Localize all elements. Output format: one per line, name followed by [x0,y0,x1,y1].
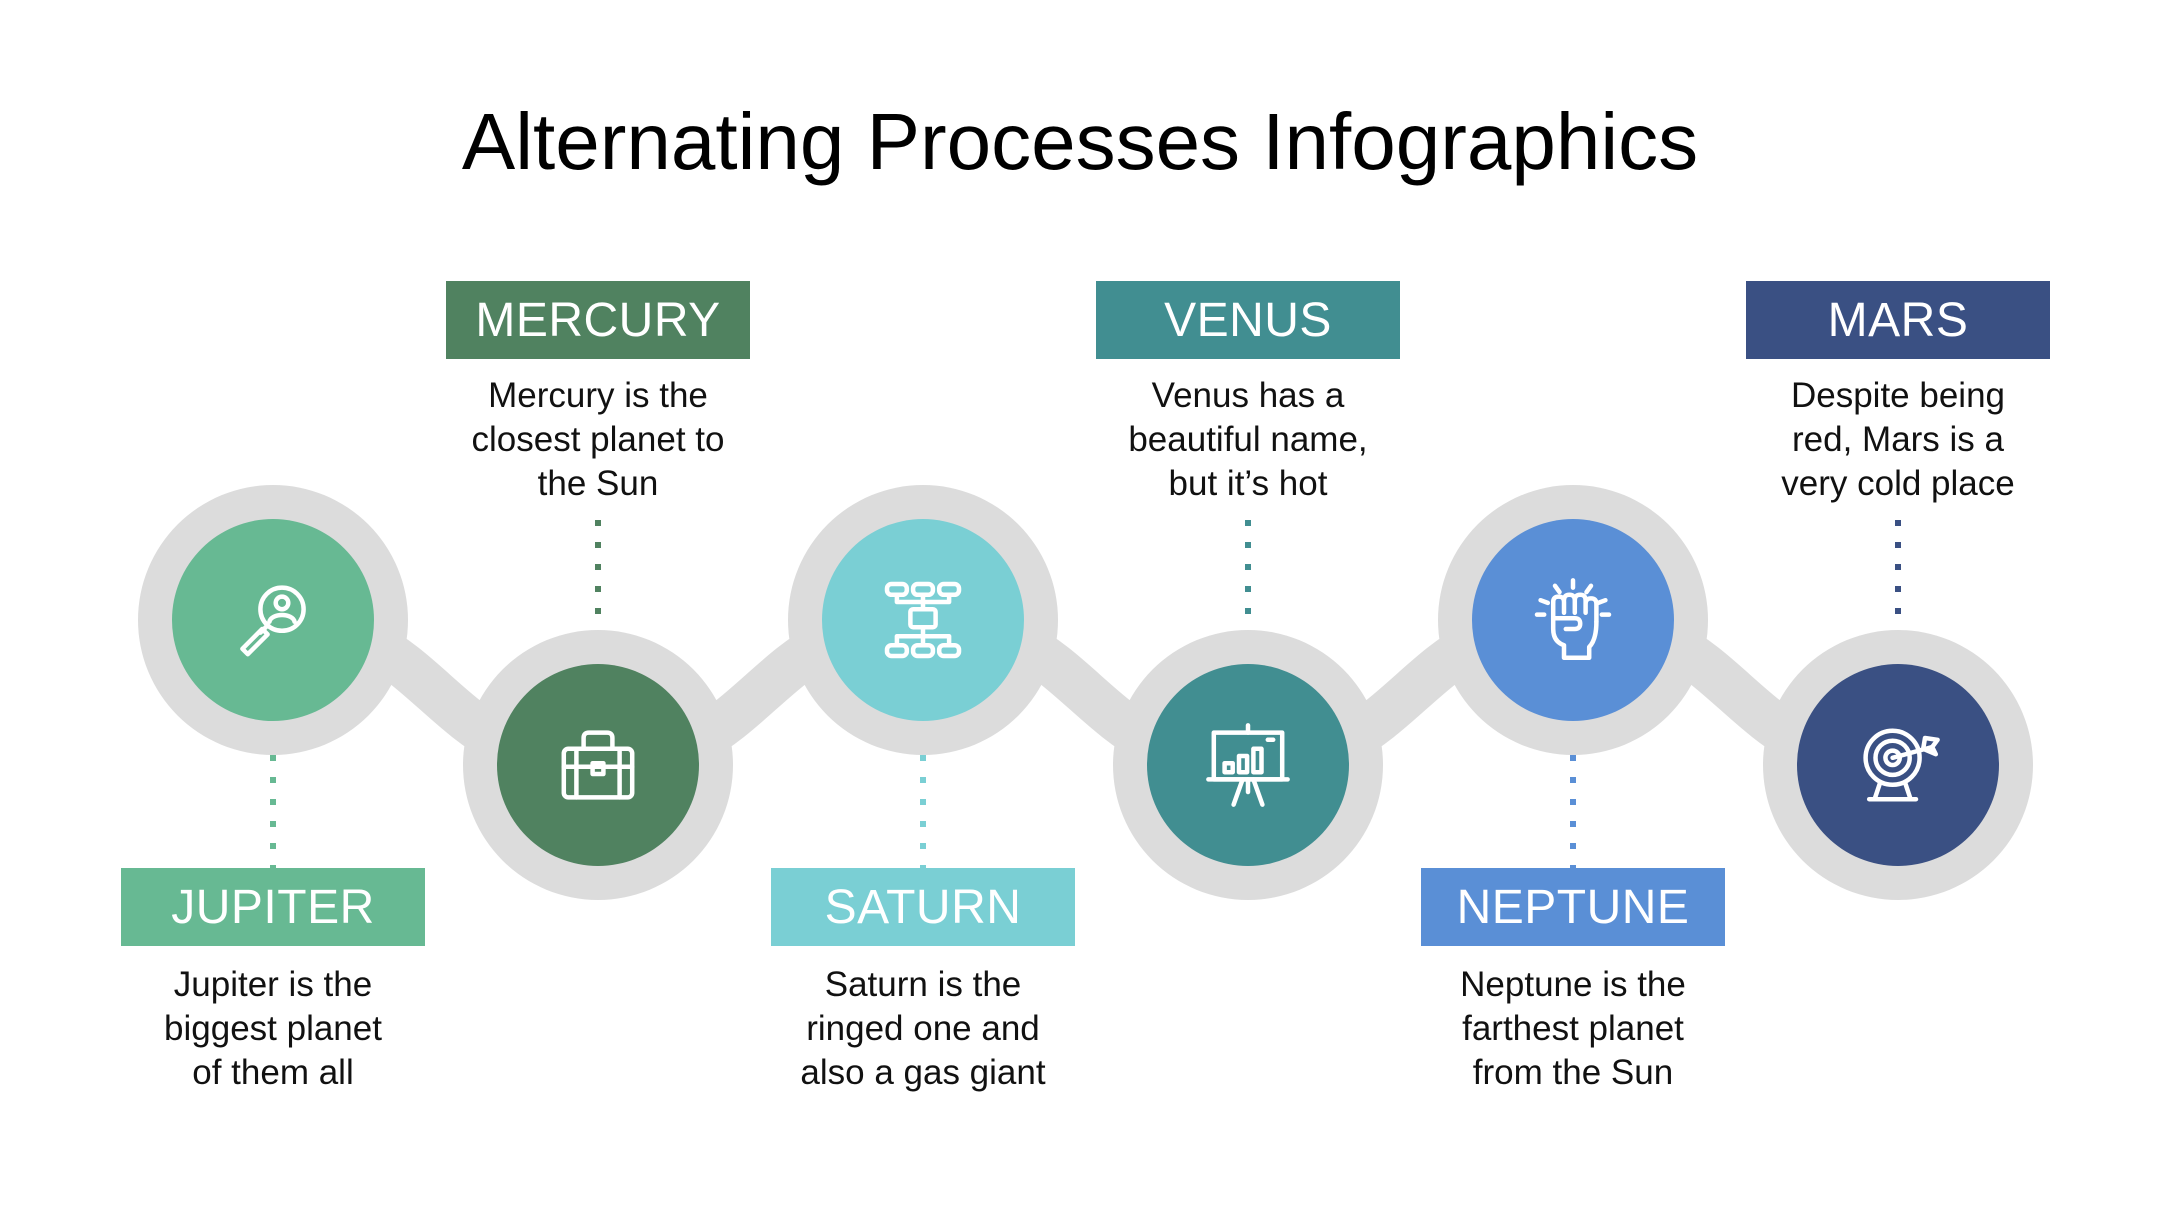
label-mercury: MERCURY [446,281,750,359]
description-line: Neptune is the [1460,965,1686,1004]
dotted-connectors [270,520,1901,868]
node-saturn [822,519,1024,721]
description-jupiter: Jupiter is the biggest planet of them all [108,963,438,1095]
label-mars: MARS [1746,281,2050,359]
description-mars: Despite being red, Mars is a very cold pla… [1733,374,2063,506]
description-line: Despite being [1790,376,2006,415]
process-nodes [138,485,2033,900]
description-line: from the Sun [1472,1053,1674,1092]
page-title: Alternating Processes Infographics [461,97,1699,186]
description-line: biggest planet [164,1009,382,1048]
description-line: also a gas giant [800,1053,1046,1092]
description-mercury: Mercury is the closest planet to the Sun [433,374,763,506]
description-line: Mercury is the [488,376,708,415]
description-saturn: Saturn is the ringed one and also a gas gi… [758,963,1088,1095]
description-line: Jupiter is the [173,965,373,1004]
node-jupiter [172,519,374,721]
description-line: of them all [192,1053,354,1092]
description-line: but it’s hot [1168,464,1328,503]
label-neptune: NEPTUNE [1421,868,1725,946]
description-line: the Sun [537,464,659,503]
description-line: Saturn is the [824,965,1022,1004]
description-line: ringed one and [806,1009,1040,1048]
description-line: very cold place [1781,464,2015,503]
description-line: farthest planet [1462,1009,1684,1048]
label-saturn: SATURN [771,868,1075,946]
description-line: beautiful name, [1128,420,1368,459]
description-neptune: Neptune is the farthest planet from the Su… [1408,963,1738,1095]
label-jupiter: JUPITER [121,868,425,946]
description-line: red, Mars is a [1792,420,2004,459]
label-venus: VENUS [1096,281,1400,359]
description-line: Venus has a [1151,376,1345,415]
description-venus: Venus has a beautiful name, but it’s hot [1083,374,1413,506]
description-line: closest planet to [471,420,725,459]
